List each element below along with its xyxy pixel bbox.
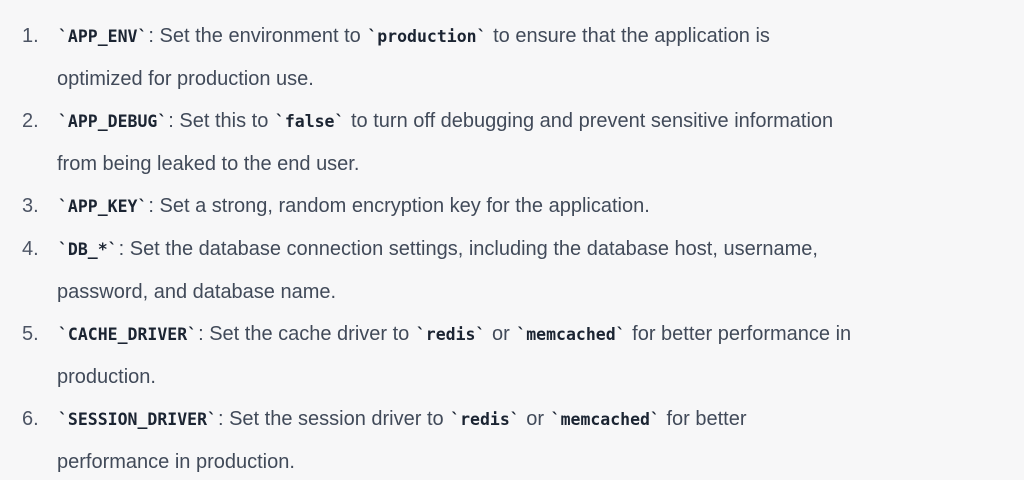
- inline-code: `APP_KEY`: [58, 197, 148, 216]
- text-segment: : Set a strong, random encryption key fo…: [148, 195, 650, 217]
- inline-code: `APP_DEBUG`: [58, 112, 168, 131]
- text-line: `APP_ENV`: Set the environment to `produ…: [57, 15, 1004, 58]
- list-number: 2.: [22, 110, 39, 132]
- text-segment: or: [486, 323, 516, 345]
- text-line: `APP_KEY`: Set a strong, random encrypti…: [57, 185, 1004, 228]
- list-item: 1. `APP_ENV`: Set the environment to `pr…: [22, 15, 1004, 100]
- inline-code: `redis`: [450, 410, 520, 429]
- text-line: `CACHE_DRIVER`: Set the cache driver to …: [57, 313, 1004, 356]
- list-item: 4. `DB_*`: Set the database connection s…: [22, 228, 1004, 313]
- text-line: from being leaked to the end user.: [57, 143, 1004, 185]
- list-number: 3.: [22, 195, 39, 217]
- text-segment: password, and database name.: [57, 281, 337, 303]
- text-segment: to turn off debugging and prevent sensit…: [345, 110, 834, 132]
- text-line: password, and database name.: [57, 271, 1004, 313]
- text-segment: or: [520, 408, 550, 430]
- text-segment: : Set the database connection settings, …: [118, 238, 818, 260]
- inline-code: `APP_ENV`: [58, 27, 148, 46]
- inline-code: `redis`: [415, 325, 486, 344]
- list-number: 6.: [22, 408, 39, 430]
- inline-code: `memcached`: [516, 325, 626, 344]
- text-line: optimized for production use.: [57, 58, 1004, 100]
- list-number: 5.: [22, 323, 39, 345]
- text-segment: : Set the environment to: [148, 25, 367, 47]
- text-segment: : Set this to: [168, 110, 274, 132]
- env-settings-list: 1. `APP_ENV`: Set the environment to `pr…: [22, 15, 1004, 480]
- text-segment: production.: [57, 366, 156, 388]
- text-segment: performance in production.: [57, 451, 295, 473]
- text-segment: : Set the session driver to: [217, 408, 450, 430]
- text-segment: to ensure that the application is: [487, 25, 770, 47]
- inline-code: `false`: [274, 112, 345, 131]
- list-item: 5. `CACHE_DRIVER`: Set the cache driver …: [22, 313, 1004, 398]
- text-line: `DB_*`: Set the database connection sett…: [57, 228, 1004, 271]
- inline-code: `memcached`: [550, 410, 660, 429]
- list-item: 6. `SESSION_DRIVER`: Set the session dri…: [22, 398, 1004, 480]
- text-segment: for better: [660, 408, 747, 430]
- text-line: performance in production.: [57, 441, 1004, 480]
- inline-code: `DB_*`: [58, 240, 118, 259]
- text-segment: optimized for production use.: [57, 68, 314, 90]
- text-line: `SESSION_DRIVER`: Set the session driver…: [57, 398, 1004, 441]
- text-segment: for better performance in: [626, 323, 852, 345]
- inline-code: `production`: [367, 27, 487, 46]
- text-line: production.: [57, 356, 1004, 398]
- list-item: 3. `APP_KEY`: Set a strong, random encry…: [22, 185, 1004, 228]
- list-number: 4.: [22, 238, 39, 260]
- list-number: 1.: [22, 25, 39, 47]
- inline-code: `SESSION_DRIVER`: [58, 410, 217, 429]
- text-line: `APP_DEBUG`: Set this to `false` to turn…: [57, 100, 1004, 143]
- list-item: 2. `APP_DEBUG`: Set this to `false` to t…: [22, 100, 1004, 185]
- text-segment: : Set the cache driver to: [198, 323, 415, 345]
- inline-code: `CACHE_DRIVER`: [58, 325, 198, 344]
- text-segment: from being leaked to the end user.: [57, 153, 360, 175]
